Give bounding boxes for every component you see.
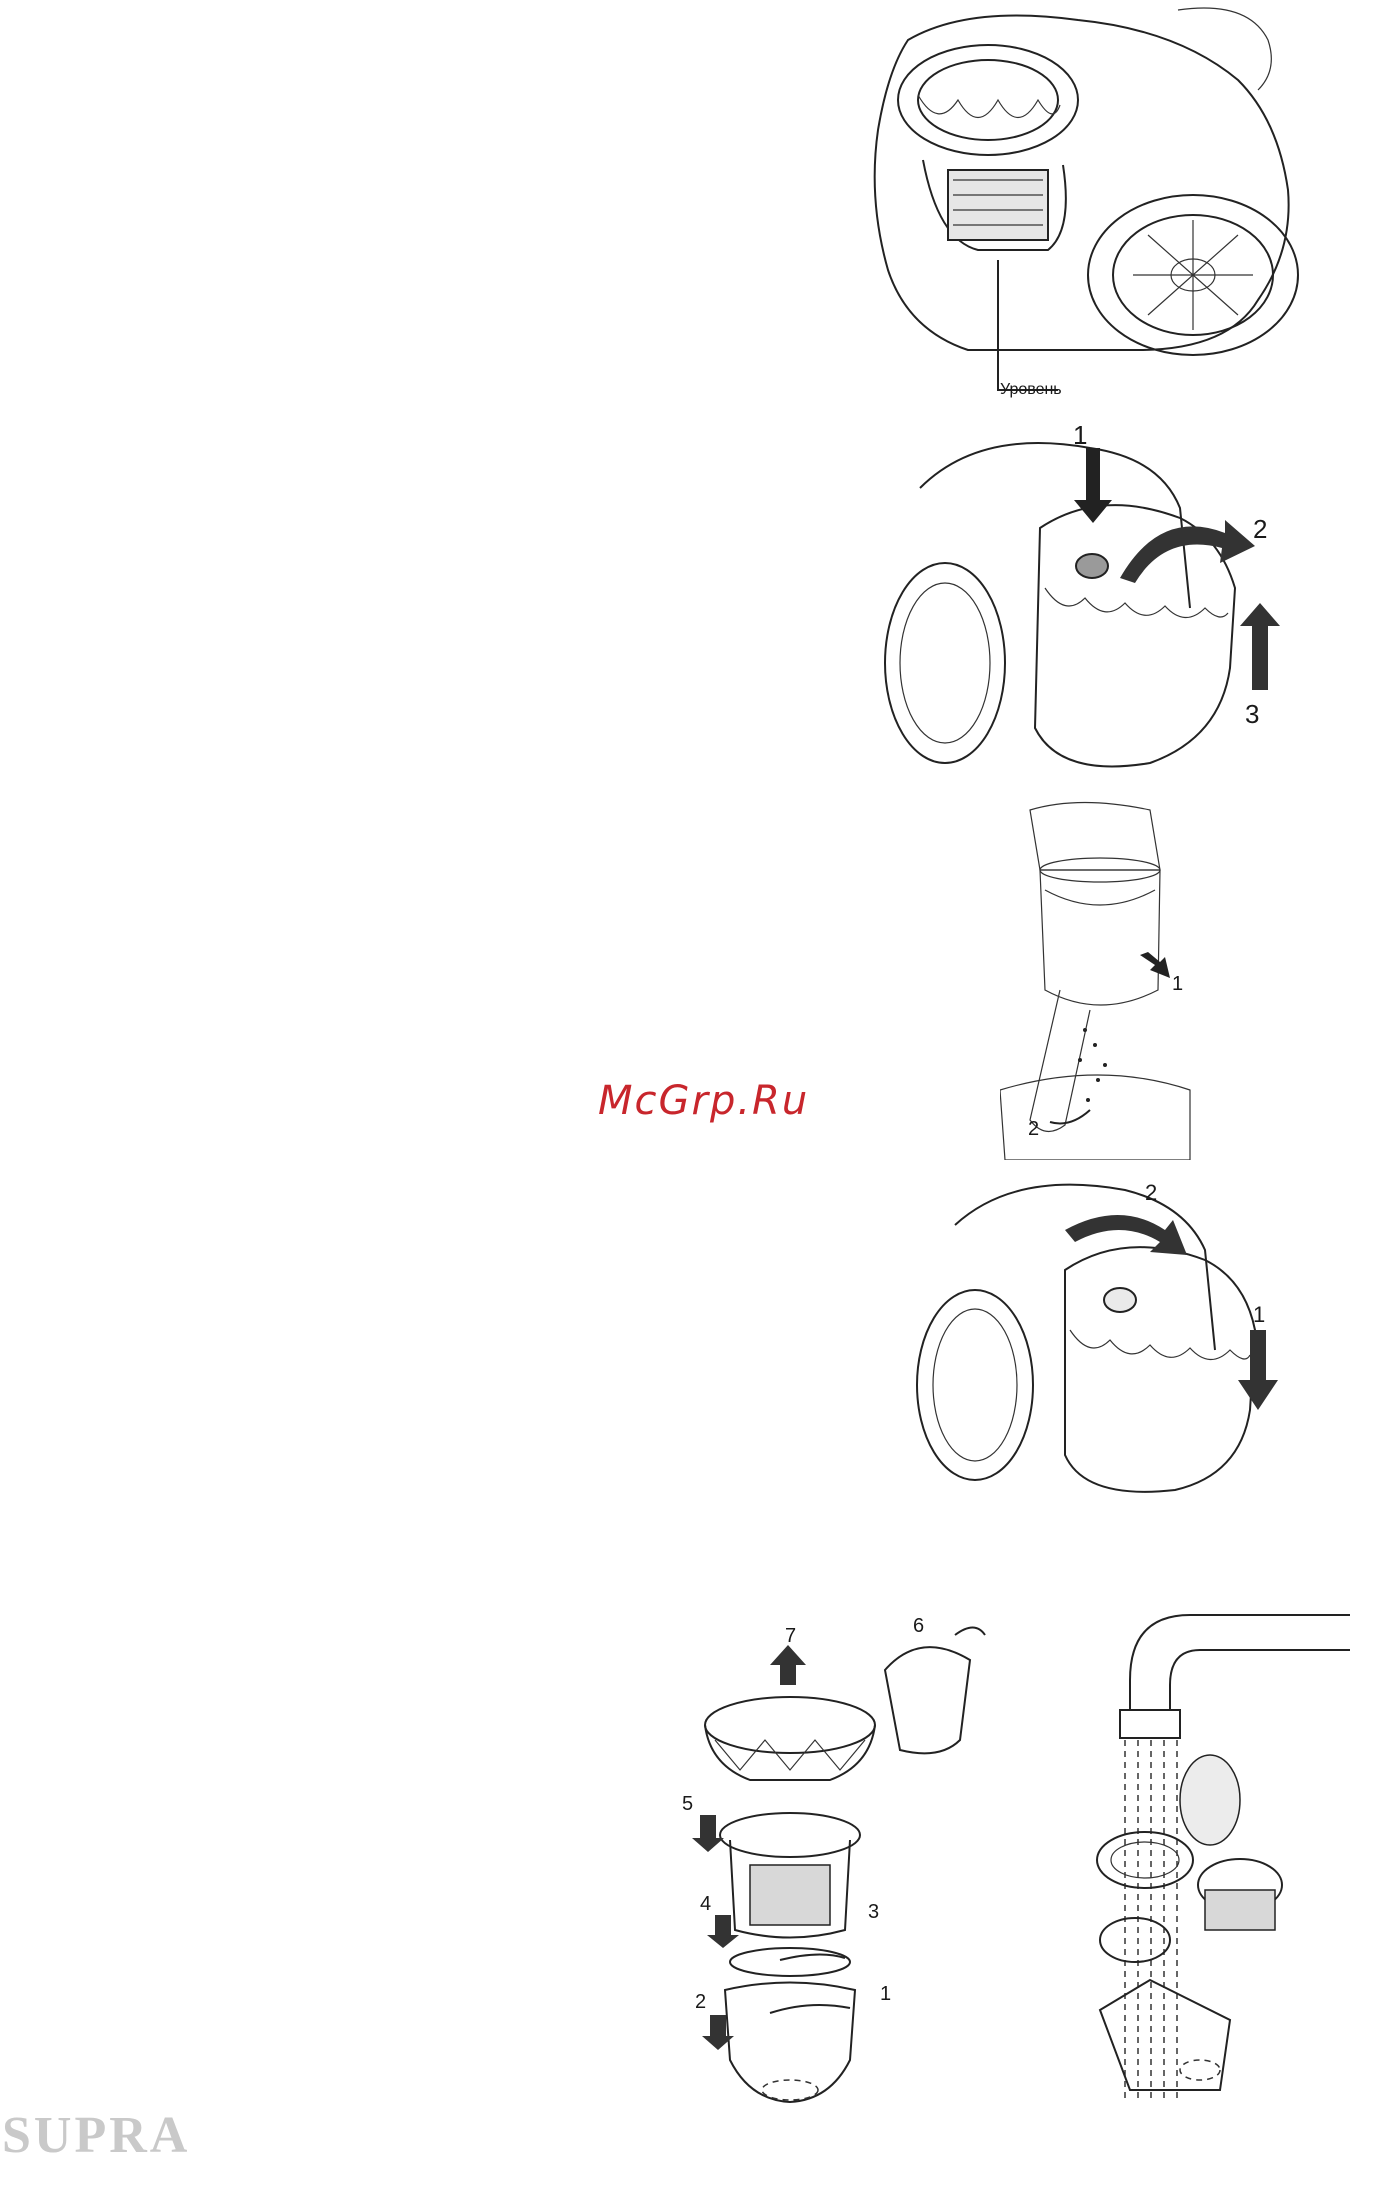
arrow-down-icon (1074, 448, 1112, 523)
arrow-up-icon (1240, 603, 1280, 690)
figure-rinse-filters (1080, 1600, 1360, 2100)
step-label-1: 1 (1073, 420, 1087, 450)
dust-level-caption: Уровень (1000, 381, 1062, 398)
step-label-6: 6 (913, 1615, 924, 1637)
step-label-2: 2 (695, 1991, 706, 2013)
step-label-1: 1 (1253, 1302, 1265, 1327)
figure-install-container: 2 1 (905, 1170, 1295, 1500)
arrow-curve-icon (1065, 1215, 1187, 1255)
arrow-turn-icon (770, 2005, 850, 2013)
brand-logo: SUPRA (2, 2106, 190, 2165)
arrow-turn-icon (780, 1954, 845, 1960)
step-label-5: 5 (682, 1793, 693, 1815)
filter-exploded-illustration: 7 6 5 4 3 1 2 (670, 1590, 1050, 2110)
step-label-2: 2 (1145, 1180, 1157, 1205)
figure-empty-container: 1 2 (1000, 790, 1220, 1160)
figure-dust-level: Уровень (848, 0, 1348, 410)
step-label-2: 2 (1028, 1118, 1039, 1140)
container-illustration: 1 2 (1000, 790, 1220, 1160)
step-label-3: 3 (1245, 699, 1259, 729)
arrow-press-icon (1140, 952, 1170, 978)
vacuum-illustration-2: 1 2 3 (860, 408, 1280, 778)
step-label-1: 1 (1172, 973, 1183, 995)
step-label-3: 3 (868, 1901, 879, 1923)
figure-filter-disassembly: 7 6 5 4 3 1 2 (670, 1590, 1050, 2110)
step-label-2: 2 (1253, 514, 1267, 544)
arrow-up-icon (770, 1645, 806, 1685)
watermark-text: McGrp.Ru (598, 1078, 809, 1124)
arrow-down-icon (1238, 1330, 1278, 1410)
vacuum-illustration-1: Уровень (848, 0, 1348, 410)
step-label-1: 1 (880, 1983, 891, 2005)
vacuum-illustration-4: 2 1 (905, 1170, 1295, 1500)
arrow-open-icon (1050, 1110, 1090, 1124)
figure-remove-container: 1 2 3 (860, 408, 1280, 778)
rinse-illustration (1080, 1600, 1360, 2100)
step-label-7: 7 (785, 1625, 796, 1647)
step-label-4: 4 (700, 1893, 711, 1915)
arrow-open-icon (955, 1628, 985, 1636)
